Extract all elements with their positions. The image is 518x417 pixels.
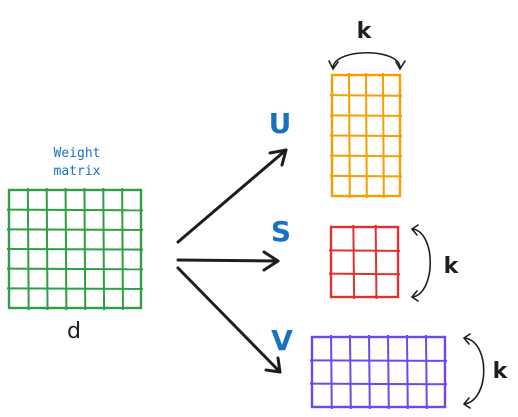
v-matrix-row-line: [309, 382, 448, 386]
v-k-bracket: [462, 333, 485, 409]
weight-matrix-row-line: [6, 287, 144, 290]
s-matrix-column-line: [374, 224, 378, 300]
weight-matrix-row-line: [6, 208, 144, 212]
u-matrix-row-line: [329, 134, 403, 138]
u-matrix-row-line: [329, 174, 403, 178]
weight-matrix-grid: [6, 187, 144, 311]
s-matrix-column-line: [352, 224, 356, 300]
weight-matrix-row-line: [6, 267, 144, 271]
u-matrix-row-line: [329, 154, 403, 158]
v-matrix-border: [310, 335, 447, 409]
arrow-to-v: [176, 266, 282, 374]
v-matrix-row-line: [309, 359, 448, 362]
v-matrix-column-line: [425, 334, 428, 410]
v-matrix-column-line: [330, 334, 333, 410]
s-matrix: S k: [271, 215, 460, 302]
u-k-bracket: [328, 52, 406, 71]
u-matrix: U k: [269, 19, 406, 199]
weight-matrix-d-label: d: [67, 319, 81, 344]
u-matrix-row-line: [329, 114, 403, 117]
s-matrix-row-line: [328, 272, 401, 276]
s-matrix-border: [329, 225, 400, 299]
u-label: U: [269, 107, 292, 140]
u-matrix-row-line: [329, 94, 403, 97]
s-k-bracket: [410, 224, 431, 302]
v-matrix-column-line: [349, 334, 352, 410]
s-matrix-row-line: [328, 249, 401, 252]
arrow-to-u: [176, 148, 288, 244]
u-matrix-grid: [329, 72, 403, 199]
u-k-label: k: [357, 19, 373, 44]
weight-matrix-caption-line2: matrix: [54, 164, 101, 179]
weight-matrix-row-line: [6, 228, 144, 231]
arrow-to-s: [176, 250, 280, 272]
v-matrix-column-line: [368, 334, 371, 410]
v-matrix: V k: [271, 324, 509, 410]
s-k-label: k: [444, 254, 460, 279]
v-matrix-column-line: [406, 334, 409, 410]
weight-matrix-caption-line1: Weight: [54, 146, 101, 161]
s-matrix-grid: [328, 224, 401, 300]
weight-matrix-row-line: [6, 248, 144, 251]
v-matrix-grid: [309, 334, 448, 410]
v-matrix-column-line: [387, 334, 390, 410]
v-k-label: k: [493, 359, 509, 384]
weight-matrix: Weight matrix d: [6, 146, 144, 344]
s-label: S: [271, 215, 291, 248]
v-label: V: [271, 324, 293, 357]
